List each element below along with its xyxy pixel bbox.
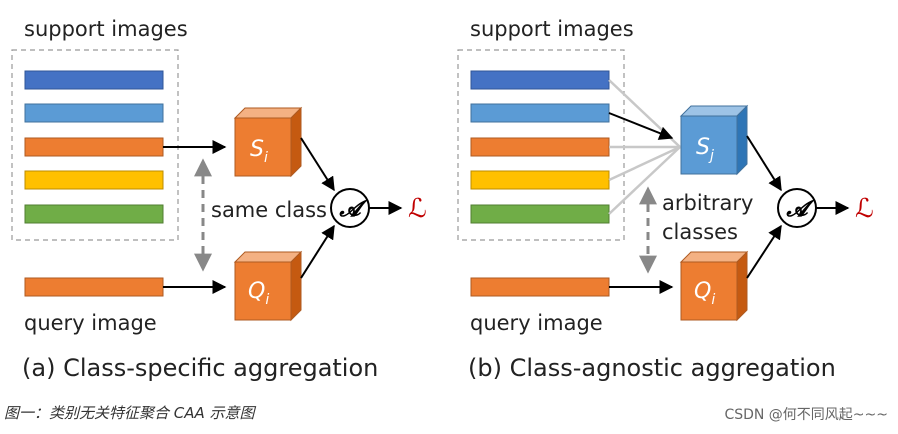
query-feature-cube-b: Qi	[679, 250, 749, 322]
support-set-box-a	[11, 49, 179, 241]
support-bar-yellow-b	[470, 170, 610, 190]
support-feature-cube-b: Sj	[679, 104, 749, 176]
support-bar-blue-dark-a	[24, 70, 164, 90]
caption-panel-b: (b) Class-agnostic aggregation	[468, 354, 836, 382]
support-bar-blue-dark-b	[470, 70, 610, 90]
svg-text:Si: Si	[250, 137, 268, 166]
panel-b: support images query image Sj	[457, 17, 874, 382]
support-bar-blue-light-a	[24, 103, 164, 123]
svg-text:Sj: Sj	[696, 135, 714, 164]
query-bar-a	[24, 277, 164, 297]
arrow-s-to-agg-a	[300, 137, 335, 192]
support-bar-orange-b	[470, 137, 610, 157]
svg-text:Qi: Qi	[248, 279, 269, 308]
arrow-support-to-s-b	[608, 112, 674, 140]
loss-symbol-a: ℒ	[408, 194, 427, 224]
watermark: CSDN @何不同风起~~~	[724, 407, 888, 423]
query-bar-b	[470, 277, 610, 297]
support-bar-green-a	[24, 204, 164, 224]
support-bar-yellow-a	[24, 170, 164, 190]
support-bar-green-b	[470, 204, 610, 224]
query-feature-cube-a: Qi	[233, 250, 303, 322]
same-class-label: same class	[211, 198, 327, 222]
support-bar-orange-a	[24, 137, 164, 157]
support-images-label-b: support images	[470, 17, 634, 41]
query-image-label-a: query image	[24, 311, 157, 335]
arrow-q-to-agg-a	[300, 224, 335, 279]
caption-panel-a: (a) Class-specific aggregation	[22, 354, 378, 382]
loss-symbol-b: ℒ	[855, 194, 874, 224]
figure-caption: 图一：类别无关特征聚合 CAA 示意图	[4, 404, 255, 422]
svg-text:Qi: Qi	[694, 279, 715, 308]
caa-diagram: support images query image Si Qi same cl…	[11, 17, 874, 382]
classes-label: classes	[662, 220, 738, 244]
support-feature-cube-a: Si	[233, 106, 303, 178]
arrow-q-to-agg-b	[746, 224, 782, 279]
support-bar-blue-light-b	[470, 103, 610, 123]
support-images-label-a: support images	[24, 17, 188, 41]
panel-a: support images query image Si Qi same cl…	[11, 17, 427, 382]
arrow-s-to-agg-b	[746, 135, 782, 192]
support-set-box-b	[457, 49, 625, 241]
query-image-label-b: query image	[470, 311, 603, 335]
arbitrary-label: arbitrary	[662, 191, 753, 215]
